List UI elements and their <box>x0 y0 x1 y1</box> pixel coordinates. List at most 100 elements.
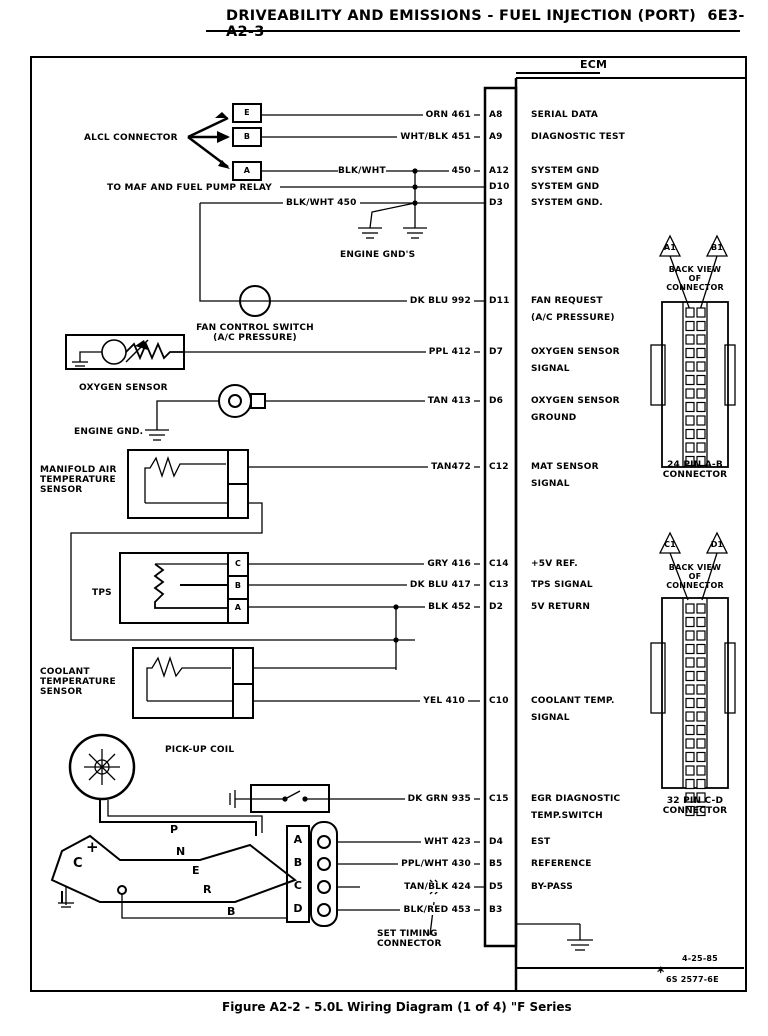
pin-function: EST <box>531 837 551 847</box>
wire-label: PPL 412 <box>425 347 474 357</box>
wire-label: WHT/BLK 451 <box>397 132 474 142</box>
header-rule <box>206 30 740 32</box>
module-terminal-p: P <box>170 823 179 836</box>
connector-pin-cell <box>685 670 695 682</box>
connector-pin-cell <box>685 374 695 386</box>
ecm-pin: C13 <box>489 580 509 590</box>
engine-gnd-label: ENGINE GND. <box>74 427 144 437</box>
connector-pin-cell <box>696 657 706 668</box>
ecm-pin: C15 <box>489 794 509 804</box>
hei-terminal-a: A <box>293 833 303 846</box>
connector-pin-cell <box>696 347 706 359</box>
wire-label: TAN472 <box>428 462 474 472</box>
alcl-connector-label: ALCL CONNECTOR <box>84 133 178 143</box>
tps-terminal-b: B <box>234 581 242 590</box>
pin-function: SYSTEM GND. <box>531 198 603 208</box>
pickup-coil-label: PICK-UP COIL <box>165 745 235 755</box>
tag-c1: C1 <box>664 540 676 549</box>
pin-function: GROUND <box>531 413 577 423</box>
connector-24pin-label: 24 PIN A-B CONNECTOR <box>662 460 728 480</box>
connector-pin-cell <box>685 401 695 413</box>
mat-sensor-label: MANIFOLD AIR TEMPERATURE SENSOR <box>40 465 117 495</box>
connector-pin-cell <box>685 643 695 655</box>
connector-pin-cell <box>685 630 695 641</box>
pin-function: SIGNAL <box>531 364 570 374</box>
connector-pin-cell <box>696 428 706 440</box>
back-view-label-32: BACK VIEW OF CONNECTOR <box>666 563 724 590</box>
oxygen-sensor-label: OXYGEN SENSOR <box>79 383 168 393</box>
module-terminal-n: N <box>176 845 186 858</box>
connector-pin-cell <box>696 805 706 817</box>
wire-label: PPL/WHT 430 <box>398 859 474 869</box>
wire-label: BLK 452 <box>425 602 474 612</box>
footer-date: 4-25-85 <box>682 954 718 963</box>
tps-terminal-c: C <box>234 559 242 568</box>
figure-caption: Figure A2-2 - 5.0L Wiring Diagram (1 of … <box>222 1000 572 1014</box>
wire-label: DK BLU 417 <box>406 580 474 590</box>
pin-function: SYSTEM GND <box>531 182 600 192</box>
connector-pin-cell <box>696 643 706 655</box>
connector-pin-cell <box>696 630 706 641</box>
ecm-pin: D3 <box>489 198 504 208</box>
pin-function: TEMP.SWITCH <box>531 811 603 821</box>
connector-pin-cell <box>685 778 695 790</box>
connector-pin-cell <box>696 616 706 628</box>
connector-pin-cell <box>685 415 695 426</box>
ecm-pin: D7 <box>489 347 504 357</box>
wire-label: ORN 461 <box>422 110 474 120</box>
ecm-pin: D5 <box>489 882 504 892</box>
ecm-pin: B3 <box>489 905 503 915</box>
tag-b1: B1 <box>710 243 724 252</box>
ecm-pin: A9 <box>489 132 503 142</box>
header-page-number: 6E3-A2-3 <box>226 8 745 40</box>
pin-function: 5V RETURN <box>531 602 591 612</box>
connector-pin-cell <box>696 361 706 372</box>
maf-relay-label: TO MAF AND FUEL PUMP RELAY <box>107 183 272 193</box>
module-terminal-e: E <box>192 864 200 877</box>
wire-label: 450 <box>448 166 474 176</box>
connector-pin-cell <box>696 307 706 318</box>
connector-pin-cell <box>685 347 695 359</box>
ecm-pin-strip <box>483 86 518 948</box>
pin-function: SIGNAL <box>531 713 570 723</box>
tps-terminal-a: A <box>234 603 242 612</box>
alcl-terminal-a-label: A <box>243 166 251 175</box>
footer-ref: 6S 2577-6E <box>666 975 719 984</box>
connector-pin-cell <box>685 616 695 628</box>
connector-pin-cell <box>696 388 706 399</box>
wire-label: TAN/BLK 424 <box>401 882 474 892</box>
tag-a1: A1 <box>663 243 677 252</box>
connector-pin-cell <box>685 603 695 614</box>
pin-function: SERIAL DATA <box>531 110 599 120</box>
connector-pin-cell <box>696 320 706 332</box>
wire-label: WHT 423 <box>421 837 474 847</box>
coolant-sensor-label: COOLANT TEMPERATURE SENSOR <box>40 667 116 697</box>
module-terminal-b: B <box>227 905 236 918</box>
pin-function: MAT SENSOR <box>531 462 599 472</box>
connector-pin-cells <box>685 307 706 817</box>
connector-pin-cell <box>696 697 706 709</box>
page-header: DRIVEABILITY AND EMISSIONS - FUEL INJECT… <box>226 8 768 40</box>
connector-pin-cell <box>685 684 695 695</box>
connector-pin-cell <box>696 792 706 803</box>
wire-label: DK GRN 935 <box>404 794 474 804</box>
ecm-pin: D6 <box>489 396 504 406</box>
connector-pin-cell <box>696 670 706 682</box>
connector-pin-cell <box>685 320 695 332</box>
back-view-label-24: BACK VIEW OF CONNECTOR <box>666 265 724 292</box>
connector-pin-cell <box>696 684 706 695</box>
connector-pin-cell <box>696 334 706 345</box>
connector-pin-cell <box>696 603 706 614</box>
tps-label: TPS <box>92 588 112 598</box>
connector-pin-cell <box>685 361 695 372</box>
connector-pin-cell <box>685 711 695 722</box>
connector-pin-cell <box>685 765 695 776</box>
pin-function: TPS SIGNAL <box>531 580 593 590</box>
connector-pin-cell <box>696 778 706 790</box>
alcl-terminal-e <box>232 103 262 123</box>
alcl-terminal-b-label: B <box>243 132 251 141</box>
pin-function: EGR DIAGNOSTIC <box>531 794 621 804</box>
hei-terminal-b: B <box>293 856 303 869</box>
pin-function: DIAGNOSTIC TEST <box>531 132 625 142</box>
